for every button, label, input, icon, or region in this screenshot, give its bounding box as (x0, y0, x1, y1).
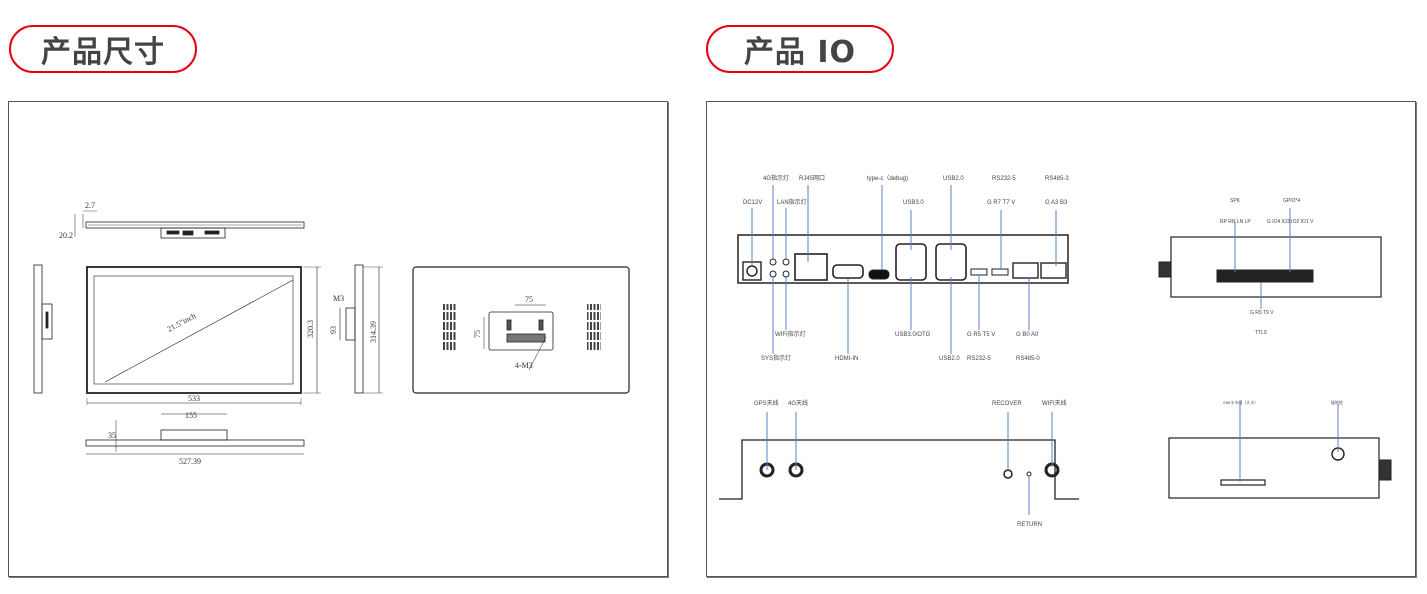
label-ground: 接地柱 (1331, 399, 1343, 405)
label-sim-slot: SIM卡卡槽（大卡） (1223, 399, 1258, 405)
front-view (86, 266, 321, 405)
left-side-view (33, 264, 53, 394)
label-usb30-otg: USB3.0/OTG (895, 332, 931, 338)
label-return: RETURN (1017, 522, 1042, 528)
side-panel (1158, 236, 1382, 298)
dim-height: 320.3 (306, 320, 315, 338)
top-view (74, 210, 305, 239)
dimensions-drawing: 2.7 20.2 21.5"inch 533 320.3 M3 93 314.3… (33, 201, 630, 466)
label-rs232-5-bottom: RS232-5 (967, 356, 991, 362)
label-b0a0: G B0 A0 (1016, 332, 1039, 338)
label-dc12v: DC12V (743, 200, 762, 206)
label-r7t7: G R7 T7 V (987, 200, 1015, 206)
label-spk: SPK (1230, 198, 1241, 204)
dim-side-screw: M3 (333, 294, 344, 303)
dimensions-title-text: 产品尺寸 (41, 35, 165, 70)
label-usb20-top: USB2.0 (943, 176, 964, 182)
dim-side-height: 314.39 (369, 321, 378, 343)
rear-panel (719, 439, 1079, 500)
label-rs232-5-top: RS232-5 (992, 176, 1016, 182)
label-usb30: USB3.0 (903, 200, 924, 206)
label-usb20-bottom: USB2.0 (939, 356, 960, 362)
label-ttl9: TTL9 (1255, 330, 1267, 336)
dim-side-bracket: 93 (329, 326, 338, 334)
io-title-text: 产品 IO (743, 35, 857, 70)
label-recover: RECOVER (992, 401, 1022, 407)
label-wifi-led: WIFI指示灯 (775, 330, 806, 338)
label-r5t5: G R5 T5 V (967, 332, 995, 338)
label-rs485-3: RS485-3 (1045, 176, 1069, 182)
leader-lines (751, 185, 1339, 515)
label-sys-led: SYS指示灯 (761, 354, 791, 362)
io-drawing-frame: 4G指示灯 RJ45网口 type-c（debug) USB2.0 RS232-… (706, 101, 1416, 577)
dim-vesa-screws: 4-M3 (515, 361, 533, 370)
label-hdmi-in: HDMI-IN (835, 356, 858, 362)
dimensions-drawing-frame: 2.7 20.2 21.5"inch 533 320.3 M3 93 314.3… (8, 101, 668, 577)
label-r9t9: G R9 T9 V (1250, 310, 1274, 316)
dim-bottom-depth: 35 (108, 431, 116, 440)
bottom-view (85, 413, 305, 455)
label-rj45: RJ45网口 (799, 175, 825, 182)
label-typec: type-c（debug) (867, 175, 908, 182)
dim-width: 533 (188, 394, 200, 403)
dim-depth: 20.2 (59, 231, 73, 240)
dim-vesa-v: 75 (473, 330, 482, 338)
io-drawing: 4G指示灯 RJ45网口 type-c（debug) USB2.0 RS232-… (719, 174, 1392, 528)
label-gpio: GPIO*4 (1283, 198, 1300, 204)
other-side-panel (1168, 437, 1392, 499)
rear-view (412, 266, 630, 394)
dim-thickness: 2.7 (85, 201, 95, 210)
label-4g-antenna: 4G天线 (788, 399, 808, 407)
vents (443, 304, 601, 352)
label-lan-led: LAN指示灯 (777, 198, 807, 206)
dim-bottom-bracket: 155 (185, 411, 197, 420)
label-wifi-antenna: WIFI天线 (1042, 399, 1067, 407)
label-gpio-pins: G IO4 IO3 IO2 IO1 V (1267, 219, 1314, 225)
label-rs485-0: RS485-0 (1016, 356, 1040, 362)
label-4g-led: 4G指示灯 (763, 174, 789, 182)
dim-bottom-width: 527.39 (179, 457, 201, 466)
right-side-view (339, 264, 383, 394)
front-panel (737, 234, 1069, 284)
dim-vesa-h: 75 (525, 295, 533, 304)
label-spk-pins: RP RN LN LP (1220, 219, 1251, 225)
label-a3b3: G A3 B3 (1045, 200, 1068, 206)
io-section-title: 产品 IO (706, 25, 894, 73)
dimensions-section-title: 产品尺寸 (9, 25, 197, 73)
dim-diagonal: 21.5"inch (166, 311, 198, 334)
label-gps-antenna: GPS天线 (754, 399, 779, 407)
